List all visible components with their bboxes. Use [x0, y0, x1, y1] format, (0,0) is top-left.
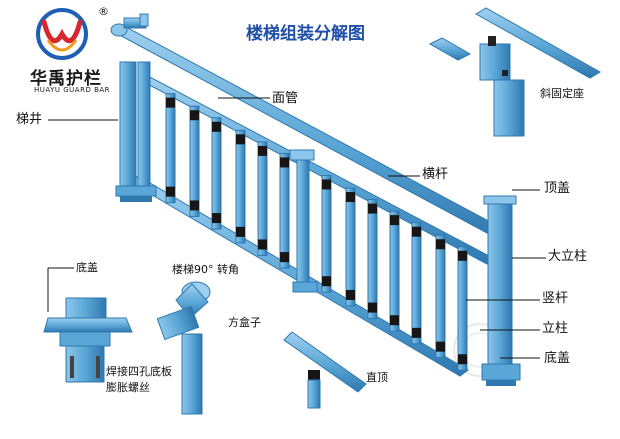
label-bottom-cap-left: 底盖 [76, 261, 98, 274]
baluster-sleeve [212, 213, 221, 224]
label-weld-plate: 焊接四孔底板 [106, 365, 172, 378]
registered-mark: ® [98, 5, 109, 18]
brand-name: 华禹护栏 [30, 69, 102, 89]
baluster [235, 129, 246, 244]
baluster [345, 187, 356, 307]
diagram-title: 楼梯组装分解图 [246, 24, 365, 44]
baluster-sleeve [346, 192, 355, 203]
baluster-sleeve [236, 226, 245, 237]
label-expansion-bolt: 膨胀螺丝 [106, 381, 150, 394]
label-crossbar: 横杆 [422, 167, 449, 182]
baluster [457, 246, 468, 371]
baluster-sleeve [258, 239, 267, 250]
label-stair-well: 梯井 [16, 112, 43, 127]
baluster-sleeve [458, 354, 467, 365]
label-straight-top: 直顶 [366, 371, 388, 384]
baluster-sleeve [436, 239, 445, 250]
baluster-sleeve [322, 179, 331, 190]
baluster-sleeve [190, 200, 199, 211]
baluster-sleeve [212, 121, 221, 132]
baluster-sleeve [346, 289, 355, 300]
middle-post [289, 149, 318, 293]
label-bottom-cap-right: 底盖 [544, 351, 571, 366]
baluster-sleeve [412, 327, 421, 338]
baluster-sleeve [412, 226, 421, 237]
baluster-sleeve [280, 157, 289, 168]
left-post [115, 61, 157, 202]
label-square-box: 方盒子 [228, 316, 261, 329]
bottom-cap-detail [43, 297, 133, 383]
label-corner: 楼梯90° 转角 [172, 263, 239, 276]
label-baluster: 竖杆 [542, 291, 569, 306]
baluster [367, 199, 378, 320]
baluster [435, 234, 446, 359]
baluster [257, 141, 268, 256]
baluster-sleeve [390, 215, 399, 226]
baluster-sleeve [322, 276, 331, 287]
label-handrail: 面管 [272, 91, 299, 106]
label-slant-seat: 斜固定座 [540, 87, 584, 100]
label-post: 立柱 [542, 321, 569, 336]
baluster-group [165, 93, 468, 371]
baluster-sleeve [190, 110, 199, 121]
label-top-cap: 顶盖 [544, 181, 571, 196]
baluster-sleeve [258, 145, 267, 156]
baluster [389, 210, 400, 332]
corner-fitting-detail [156, 281, 211, 415]
baluster-sleeve [166, 186, 175, 197]
baluster-sleeve [166, 97, 175, 108]
baluster-sleeve [280, 252, 289, 263]
baluster [321, 174, 332, 293]
label-big-post: 大立柱 [548, 249, 588, 264]
baluster [189, 105, 200, 217]
baluster-sleeve [368, 203, 377, 214]
baluster-sleeve [436, 341, 445, 352]
brand-name-en: HUAYU GUARD BAR [34, 86, 111, 94]
leader-lines [47, 97, 546, 359]
baluster [165, 93, 176, 204]
baluster [411, 222, 422, 345]
straight-top-detail [283, 331, 367, 409]
baluster [279, 152, 290, 269]
big-post [481, 195, 521, 386]
baluster-sleeve [390, 315, 399, 326]
baluster [211, 117, 222, 230]
slant-seat-detail [428, 7, 601, 137]
baluster-sleeve [458, 250, 467, 261]
brand-logo [36, 8, 88, 60]
baluster-sleeve [236, 134, 245, 145]
handrail-start-bracket [123, 13, 149, 29]
baluster-sleeve [368, 302, 377, 313]
